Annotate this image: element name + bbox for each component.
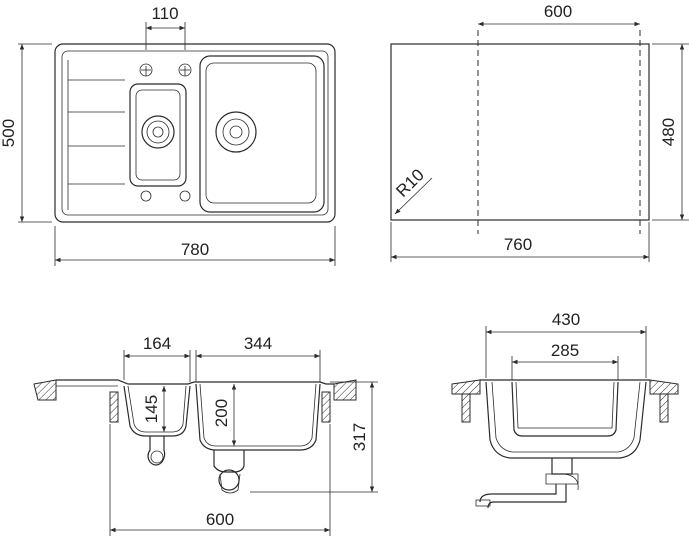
small-drain <box>141 115 175 149</box>
tap-holes <box>139 63 192 202</box>
sink-height-label: 500 <box>0 119 18 147</box>
large-bowl <box>199 55 325 213</box>
section-side: 430 285 <box>451 310 679 509</box>
large-drain <box>215 111 257 153</box>
top-view: 110 500 780 <box>0 4 336 266</box>
small-bowl <box>129 83 187 187</box>
small-bowl-depth-label: 145 <box>142 395 161 423</box>
bowl-spacing-label: 110 <box>151 4 178 23</box>
cutout-width-label: 600 <box>544 2 572 21</box>
sink-outline <box>54 43 336 223</box>
cabinet-width-label: 600 <box>206 510 234 529</box>
corner-radius-label: R10 <box>392 165 427 200</box>
total-depth-label: 317 <box>350 423 369 451</box>
drainer-board <box>67 60 125 210</box>
cutout-view: 600 480 R10 760 <box>390 2 689 262</box>
inner-depth-label: 285 <box>551 341 579 360</box>
section-bowls: 164 344 145 200 317 600 <box>33 334 378 536</box>
large-bowl-width-label: 344 <box>244 334 272 353</box>
small-bowl-width-label: 164 <box>143 334 171 353</box>
large-bowl-depth-label: 200 <box>212 399 231 427</box>
sink-width-label: 780 <box>181 240 209 259</box>
outer-depth-label: 430 <box>552 310 580 329</box>
outer-width-label: 760 <box>504 235 532 254</box>
cutout-height-label: 480 <box>659 118 678 146</box>
cutout-outline <box>390 43 650 221</box>
